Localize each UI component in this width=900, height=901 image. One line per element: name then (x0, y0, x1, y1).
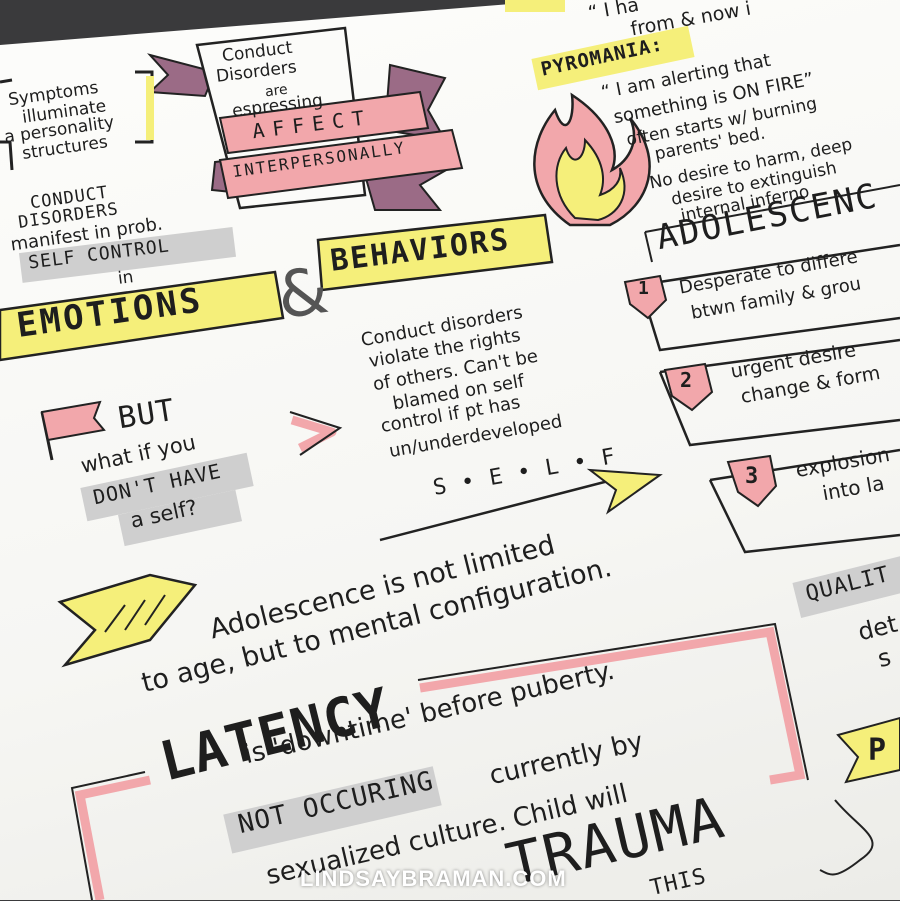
in-label: in (116, 267, 135, 289)
chevron-right-icon (290, 415, 337, 453)
qualit-highlight (792, 554, 900, 618)
top-yellow-bar (505, 0, 565, 12)
chevron-right-outline (289, 411, 343, 456)
symptoms-yellow-bar (146, 76, 154, 140)
badge-1 (623, 274, 668, 320)
arrow-fletching-icon (57, 573, 198, 668)
watermark: LINDSAYBRAMAN.COM (300, 866, 567, 891)
not-occuring-highlight (223, 766, 442, 854)
badge-2-number: 2 (680, 368, 694, 392)
badge-2 (663, 362, 714, 412)
adolescence-header-box (644, 184, 900, 263)
badge-3-number: 3 (745, 464, 760, 489)
emotions-banner (0, 270, 285, 362)
but-label: BUT (115, 392, 178, 437)
pyromania-label-bg (531, 25, 695, 91)
badge-3 (726, 454, 778, 508)
affect-ribbon (218, 90, 430, 155)
flame-icon (533, 92, 651, 227)
p-tag (836, 716, 900, 784)
dont-have-highlight (80, 452, 254, 522)
latency-frame-pink-left (74, 775, 151, 900)
flag-icon (40, 400, 106, 461)
a-self-highlight (117, 489, 243, 547)
symptoms-bracket-left (0, 78, 14, 171)
latency-frame-outline (70, 622, 809, 900)
ampersand-label: & (273, 253, 333, 335)
self-control-highlight (18, 226, 237, 283)
badge-1-number: 1 (638, 278, 650, 299)
p-tag-label: P (868, 733, 888, 768)
arrow-right-icon (379, 468, 663, 542)
curved-arrow-icon (819, 799, 874, 876)
latency-frame-pink (419, 626, 806, 785)
behaviors-banner (316, 213, 554, 292)
interpersonally-ribbon (218, 128, 464, 200)
